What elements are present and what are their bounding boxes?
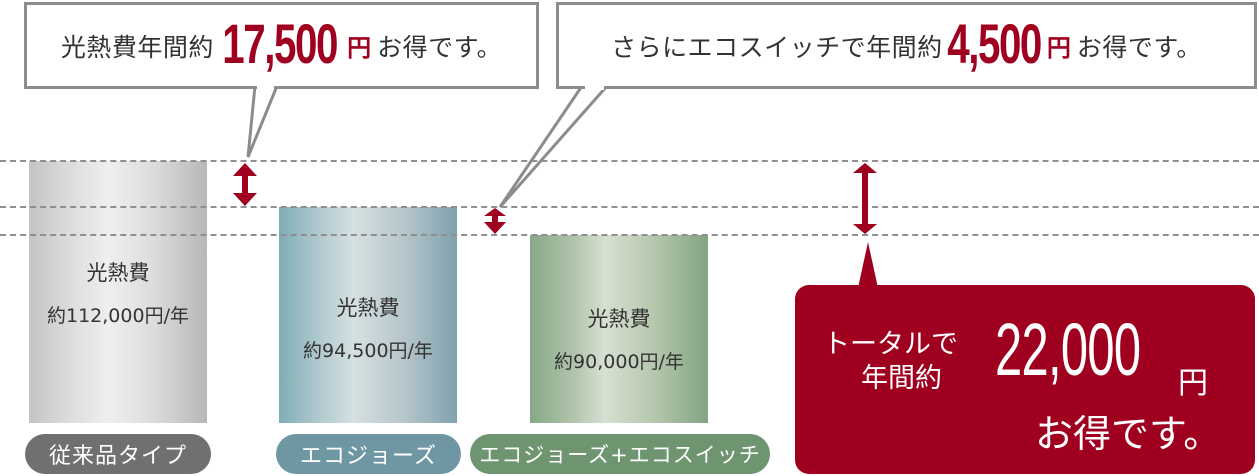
bar-title: 光熱費 xyxy=(336,295,400,320)
callout-suffix: お得です。 xyxy=(377,32,503,62)
total-suffix: お得です。 xyxy=(1035,412,1222,456)
arrow-22000-icon xyxy=(853,163,877,234)
bar-conventional: 光熱費 約112,000円/年 xyxy=(29,161,207,423)
category-ecojozu: エコジョーズ xyxy=(276,434,461,474)
bar-title: 光熱費 xyxy=(86,260,150,285)
bar-title: 光熱費 xyxy=(587,306,651,331)
tail-join-2 xyxy=(585,84,604,90)
total-line2: 年間約 xyxy=(861,363,942,394)
bar-value: 約94,500円/年 xyxy=(303,339,433,362)
callout-amount: 17,500 xyxy=(222,11,338,75)
arrow-17500-icon xyxy=(233,163,257,206)
bar-ecojozu: 光熱費 約94,500円/年 xyxy=(279,207,457,423)
category-ecojozu-ecoswitch: エコジョーズ+エコスイッチ xyxy=(470,434,770,474)
callout-savings-4500: さらにエコスイッチで年間約 4,500 円 お得です。 xyxy=(556,2,1257,89)
total-pointer xyxy=(858,242,878,288)
total-unit: 円 xyxy=(1178,366,1208,401)
guide-line-90000 xyxy=(0,234,1259,236)
arrow-4500-icon xyxy=(484,208,506,234)
callout-amount: 4,500 xyxy=(946,11,1042,75)
total-amount: 22,000 xyxy=(995,308,1141,391)
callout-unit: 円 xyxy=(1046,34,1071,62)
total-savings-box: トータルで 年間約 22,000 円 お得です。 xyxy=(795,285,1255,474)
bar-value: 約90,000円/年 xyxy=(554,350,684,373)
bar-value: 約112,000円/年 xyxy=(47,304,189,327)
total-line1: トータルで xyxy=(823,329,958,360)
callout-savings-17500: 光熱費年間約 17,500 円 お得です。 xyxy=(24,2,539,89)
callout-prefix: 光熱費年間約 xyxy=(60,32,214,62)
guide-line-112000 xyxy=(0,160,1259,162)
guide-line-94500 xyxy=(0,206,1259,208)
callout-prefix: さらにエコスイッチで年間約 xyxy=(611,32,943,62)
bar-ecojozu-ecoswitch: 光熱費 約90,000円/年 xyxy=(530,235,708,423)
tail-join-1 xyxy=(257,84,274,90)
callout-suffix: お得です。 xyxy=(1076,32,1202,62)
category-conventional: 従来品タイプ xyxy=(25,434,211,474)
callout-unit: 円 xyxy=(347,34,372,62)
